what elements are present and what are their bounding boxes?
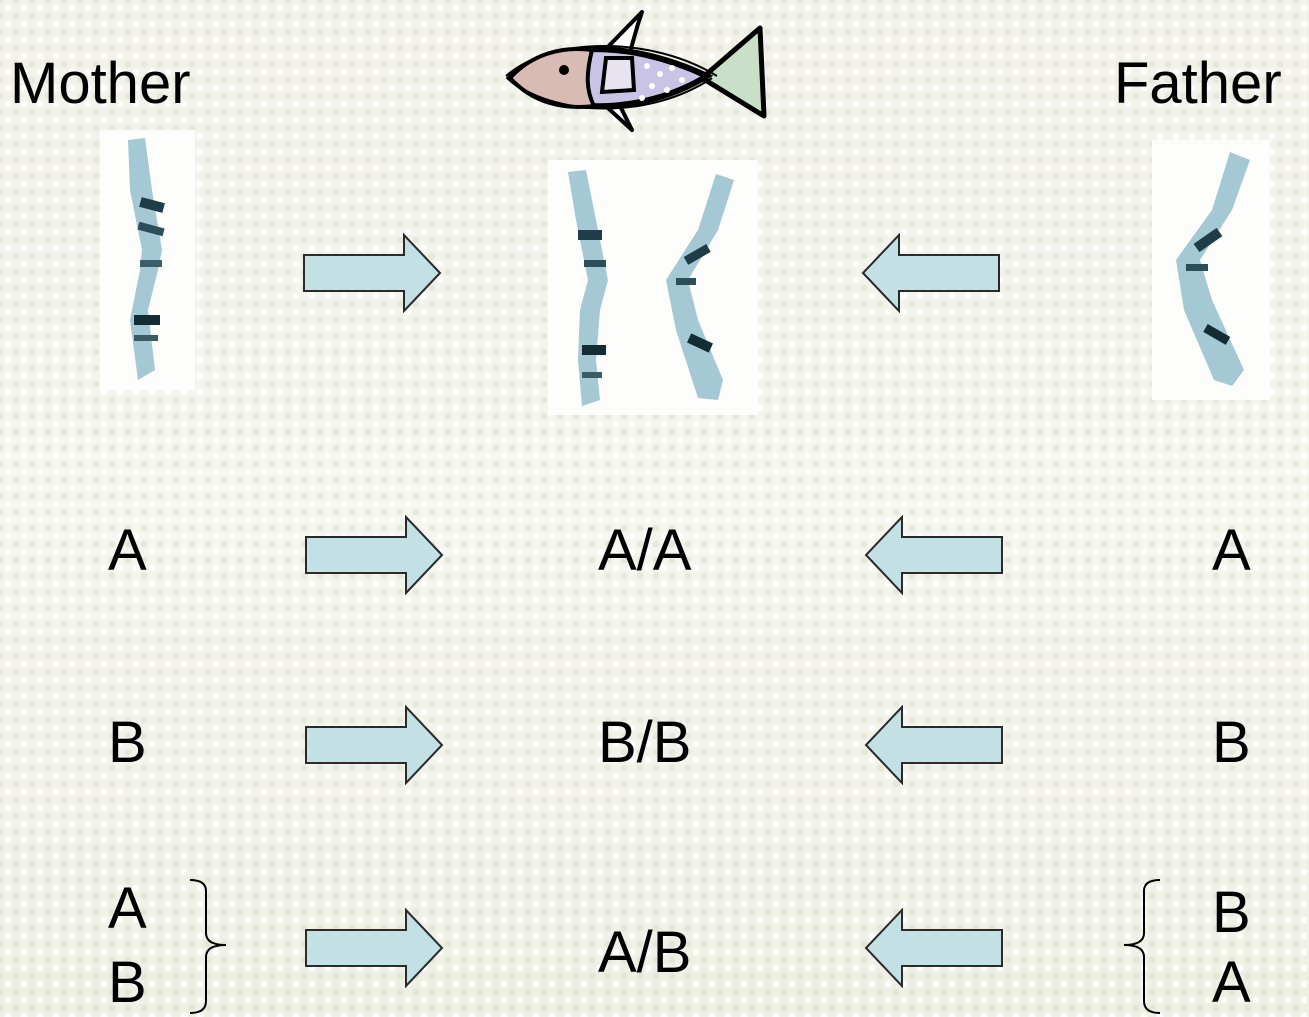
arrow-right-icon [303, 233, 442, 313]
father-chromosome-image [1152, 140, 1270, 400]
arrow-right-icon [305, 705, 444, 785]
left-brace-icon [1123, 879, 1161, 1014]
father-allele: A [1212, 518, 1251, 583]
arrow-left-icon [864, 515, 1003, 595]
arrow-left-icon [861, 233, 1000, 313]
offspring-genotype: A/B [598, 920, 692, 985]
fish-icon [505, 10, 767, 132]
offspring-genotype: A/A [598, 518, 692, 583]
father-label: Father [1114, 51, 1282, 116]
arrow-left-icon [864, 705, 1003, 785]
offspring-chromosome-pair-image [548, 160, 758, 415]
mother-allele: B [108, 710, 147, 775]
arrow-left-icon [864, 908, 1003, 988]
mother-chromosome-image [100, 130, 195, 390]
mother-label: Mother [10, 51, 191, 116]
father-allele-2: A [1212, 950, 1251, 1015]
father-allele: B [1212, 710, 1251, 775]
mother-allele-2: B [108, 950, 147, 1015]
offspring-genotype: B/B [598, 710, 692, 775]
arrow-right-icon [305, 515, 444, 595]
mother-allele: A [108, 518, 147, 583]
right-brace-icon [189, 879, 227, 1014]
mother-allele-1: A [108, 876, 147, 941]
arrow-right-icon [305, 908, 444, 988]
father-allele-1: B [1212, 880, 1251, 945]
